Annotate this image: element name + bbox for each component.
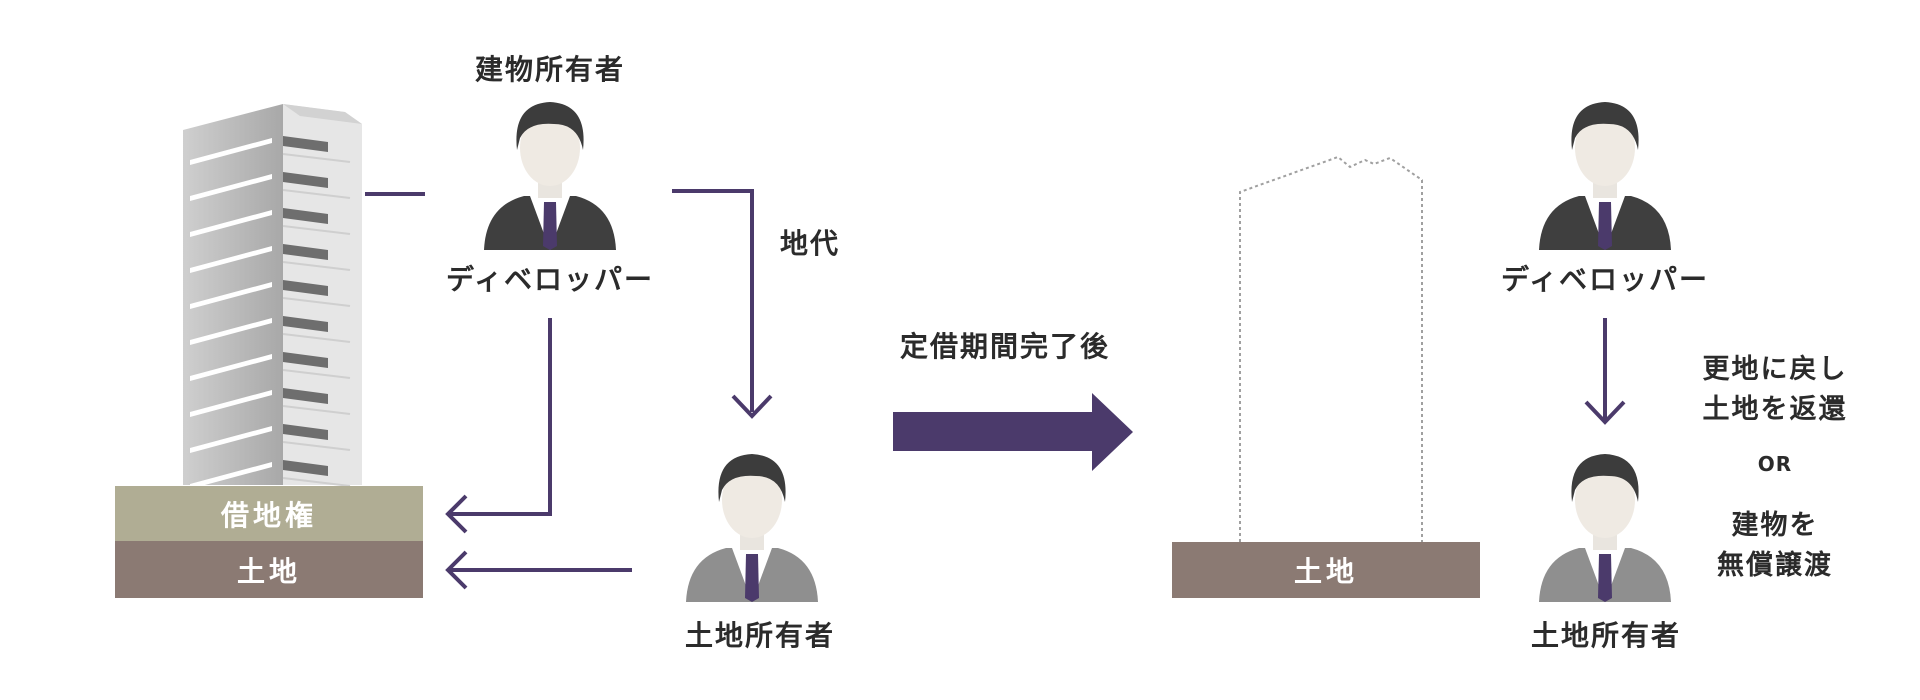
- balcony-rail: [282, 225, 351, 235]
- land-owner-icon: [686, 454, 818, 602]
- balcony: [283, 424, 328, 440]
- balcony-rail: [282, 441, 351, 451]
- balcony-rail: [282, 405, 351, 415]
- left-land-owner-label: 土地所有者: [684, 619, 835, 652]
- window-strip: [190, 282, 272, 309]
- landowner-land-arrow: [445, 550, 632, 590]
- window-strip: [190, 462, 272, 489]
- option-b-line-2: 無償譲渡: [1717, 550, 1833, 581]
- transfer-arrow: [1584, 318, 1626, 425]
- balcony-rail: [282, 333, 351, 343]
- transition-arrow: [893, 393, 1133, 471]
- balcony: [283, 388, 328, 404]
- balcony: [283, 316, 328, 332]
- demolished-building-outline: [1239, 155, 1423, 542]
- or-label: OR: [1757, 452, 1793, 476]
- option-b-line-1: 建物を: [1731, 510, 1819, 541]
- leasehold-band: 借地権: [115, 486, 423, 541]
- right-land-owner-label: 土地所有者: [1530, 619, 1681, 652]
- balcony-rail: [282, 189, 351, 199]
- right-developer-label: ディベロッパー: [1500, 263, 1710, 296]
- balcony: [283, 352, 328, 368]
- window-strip: [190, 210, 272, 237]
- balcony-rail: [282, 297, 351, 307]
- left-land-band: 土地: [115, 541, 423, 598]
- developer-leasehold-arrow: [445, 318, 552, 534]
- left-developer-label: ディベロッパー: [445, 263, 655, 296]
- window-strip: [190, 426, 272, 453]
- window-strip: [190, 138, 272, 165]
- balcony: [283, 208, 328, 224]
- window-strip: [190, 174, 272, 201]
- balcony: [283, 244, 328, 260]
- transition-label: 定借期間完了後: [899, 330, 1110, 363]
- option-a-line-1: 更地に戻し: [1702, 354, 1848, 385]
- balcony: [283, 136, 328, 152]
- option-return-land: 更地に戻し 土地を返還: [1690, 350, 1860, 430]
- building-owner-label: 建物所有者: [474, 53, 625, 86]
- land-rent-label: 地代: [780, 227, 841, 260]
- balcony: [283, 460, 328, 476]
- option-a-line-2: 土地を返還: [1702, 394, 1848, 425]
- balcony-rail: [282, 153, 351, 163]
- right-land-band: 土地: [1172, 542, 1480, 598]
- developer-icon: [484, 102, 616, 250]
- window-strip: [190, 390, 272, 417]
- land-owner-icon: [1539, 454, 1671, 602]
- window-strip: [190, 318, 272, 345]
- option-transfer-building: 建物を 無償譲渡: [1690, 506, 1860, 586]
- building-illustration: [183, 104, 362, 489]
- window-strip: [190, 354, 272, 381]
- balcony-rail: [282, 261, 351, 271]
- balcony: [283, 172, 328, 188]
- balcony-rail: [282, 477, 351, 487]
- developer-icon: [1539, 102, 1671, 250]
- land-rent-arrow: [672, 189, 773, 419]
- window-strip: [190, 246, 272, 273]
- balcony: [283, 280, 328, 296]
- balcony-rail: [282, 369, 351, 379]
